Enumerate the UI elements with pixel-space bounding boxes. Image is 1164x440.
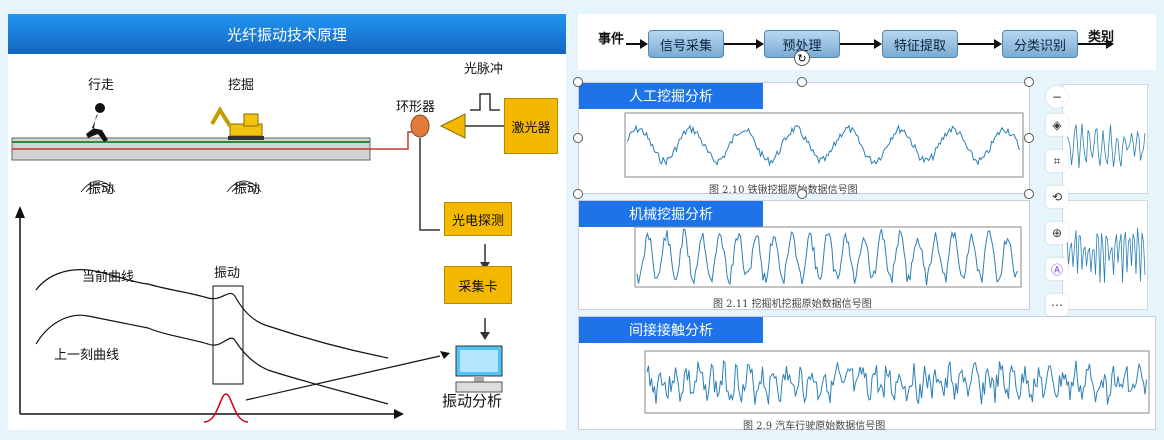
resize-handle-right[interactable] (1024, 133, 1034, 143)
layers-icon[interactable]: ◈ (1046, 114, 1068, 136)
laser-box: 激光器 (504, 98, 558, 154)
manual-dig-panel[interactable]: 人工挖掘分析 图 2.10 铁锹挖掘原始数据信号图 (578, 82, 1030, 196)
machine-dig-waveform (634, 226, 1022, 288)
dig-label: 挖掘 (228, 78, 255, 93)
thumbnail-1[interactable] (1062, 84, 1148, 194)
manual-dig-caption: 图 2.10 铁锹挖掘原始数据信号图 (709, 185, 858, 196)
crop-icon[interactable]: ⌗ (1046, 150, 1068, 172)
resize-handle-bottom-right[interactable] (1024, 189, 1034, 199)
flow-step-signal-acquisition: 信号采集 (648, 30, 724, 58)
minus-icon[interactable]: − (1046, 86, 1068, 108)
indirect-contact-tag: 间接接触分析 (579, 317, 763, 343)
current-curve-label: 当前曲线 (82, 270, 135, 285)
pulse-label: 光脉冲 (464, 62, 504, 77)
manual-dig-waveform (624, 112, 1024, 178)
manual-dig-tag: 人工挖掘分析 (579, 83, 763, 109)
flow-arrows (626, 39, 1114, 49)
machine-dig-panel: 机械挖掘分析 图 2.11 挖掘机挖掘原始数据信号图 (578, 200, 1030, 310)
resize-handle-bottom[interactable] (797, 189, 807, 199)
thumbnail-2[interactable] (1062, 200, 1148, 310)
indirect-contact-waveform (644, 350, 1150, 414)
principle-diagram: 光纤振动技术原理 (8, 14, 566, 430)
circulator-label: 环形器 (396, 100, 436, 115)
zoom-in-icon[interactable]: ⊕ (1046, 222, 1068, 244)
machine-dig-tag: 机械挖掘分析 (579, 201, 763, 227)
previous-curve-label: 上一刻曲线 (54, 348, 120, 363)
resize-handle-top[interactable] (797, 77, 807, 87)
rotate-handle-icon[interactable]: ↻ (794, 50, 810, 66)
detector-box: 光电探测 (444, 202, 512, 236)
resize-handle-top-left[interactable] (573, 77, 583, 87)
machine-dig-caption: 图 2.11 挖掘机挖掘原始数据信号图 (713, 299, 872, 310)
vibration-label-walk: 振动 (88, 182, 115, 197)
daq-box: 采集卡 (444, 266, 512, 304)
indirect-contact-panel: 间接接触分析 图 2.9 汽车行驶原始数据信号图 (578, 316, 1156, 432)
analysis-label: 振动分析 (442, 392, 503, 410)
diagram-title: 光纤振动技术原理 (8, 14, 566, 54)
resize-handle-top-right[interactable] (1024, 77, 1034, 87)
resize-handle-left[interactable] (573, 133, 583, 143)
text-recognize-icon[interactable]: Ⓐ (1046, 258, 1068, 280)
vibration-label-dig: 振动 (234, 182, 261, 197)
walk-label: 行走 (88, 78, 115, 93)
rotate-icon[interactable]: ⟲ (1046, 186, 1068, 208)
indirect-contact-caption: 图 2.9 汽车行驶原始数据信号图 (743, 421, 886, 432)
flow-step-preprocess: 预处理 (764, 30, 840, 58)
flow-step-classification: 分类识别 (1002, 30, 1078, 58)
category-label: 类别 (1088, 30, 1115, 45)
more-icon[interactable]: ⋯ (1046, 294, 1068, 316)
flow-step-feature-extraction: 特征提取 (882, 30, 958, 58)
event-label: 事件 (598, 32, 625, 47)
vibration-peak-label: 振动 (214, 266, 241, 281)
diagram-canvas (11, 93, 504, 423)
process-flow: 事件 信号采集 预处理 特征提取 分类识别 类别 (578, 14, 1156, 70)
resize-handle-bottom-left[interactable] (573, 189, 583, 199)
